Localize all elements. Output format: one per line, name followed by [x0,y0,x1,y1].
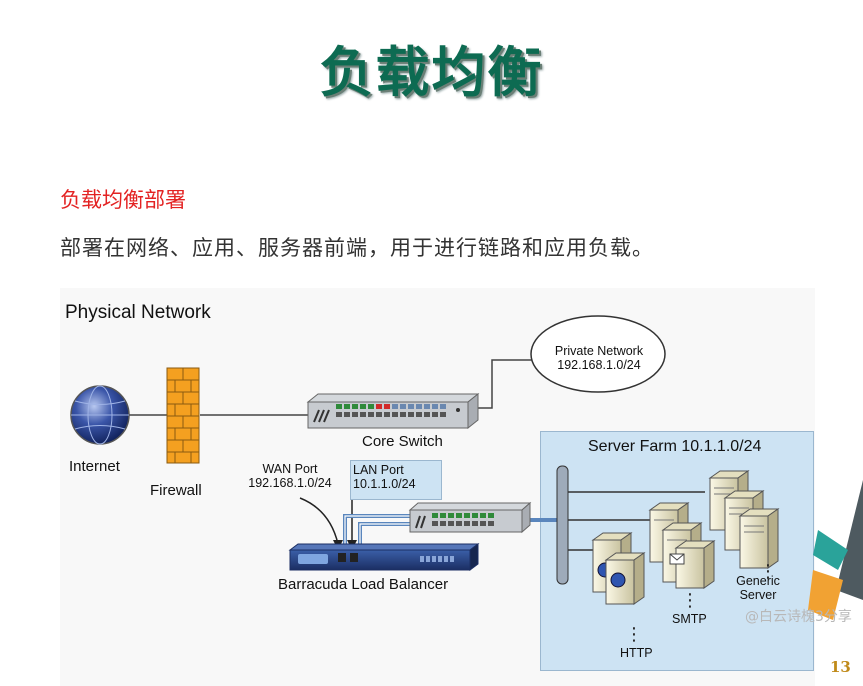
page-number: 13 [830,658,851,676]
server-backbone [556,465,569,585]
smtp-label: SMTP [672,612,707,626]
generic-server-icon: ⋮ [708,470,780,582]
section-subtitle: 负载均衡部署 [60,188,186,212]
http-server-icon: ⋮ [591,532,646,645]
http-label: HTTP [620,646,653,660]
private-network-cloud [530,315,666,393]
internet-globe-icon [70,385,130,445]
lan-port-label: LAN Port 10.1.1.0/24 [353,463,416,491]
firewall-label: Firewall [150,482,202,499]
smtp-server-icon: ⋮ [648,502,716,611]
load-balancer-label: Barracuda Load Balancer [278,576,449,593]
core-switch-label: Core Switch [362,433,443,450]
core-switch-icon [306,392,480,430]
internet-label: Internet [69,458,120,475]
svg-text:⋮: ⋮ [759,561,777,582]
watermark: @白云诗槐3分享 [745,609,852,625]
generic-server-label: Generic Server [736,574,780,602]
section-description: 部署在网络、应用、服务器前端，用于进行链路和应用负载。 [60,236,654,260]
physical-network-heading: Physical Network [65,302,211,323]
wan-port-label: WAN Port 192.168.1.0/24 [248,462,332,490]
page-title: 负载均衡 [319,41,544,104]
lan-switch-icon [408,501,532,534]
svg-text:⋮: ⋮ [625,624,643,645]
lan-port-box [350,460,442,500]
network-diagram: ⋮ ⋮ [60,288,815,686]
svg-text:⋮: ⋮ [681,590,699,611]
corner-decoration [808,480,863,620]
private-network-label: Private Network 192.168.1.0/24 [554,344,644,372]
firewall-icon [166,367,200,464]
server-farm-label: Server Farm 10.1.1.0/24 [588,438,762,455]
diagram-graphics: ⋮ ⋮ [70,315,780,645]
load-balancer-icon [288,543,480,571]
